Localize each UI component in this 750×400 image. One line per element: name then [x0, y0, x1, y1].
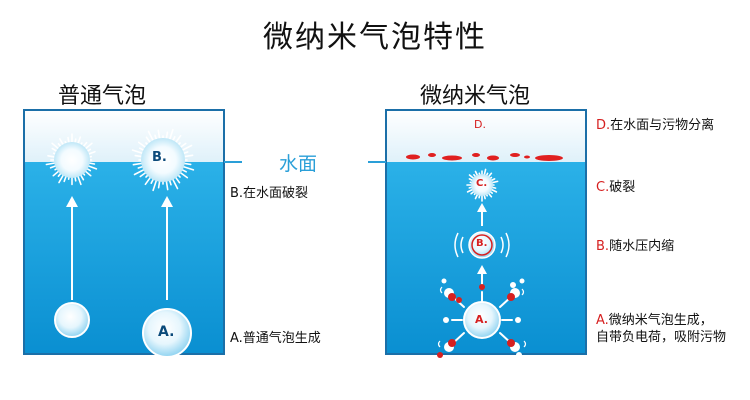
- page-title: 微纳米气泡特性: [263, 20, 487, 55]
- water-surface-label: 水面: [279, 153, 318, 175]
- right-tank-air: [386, 110, 586, 162]
- right-bubble-b: [454, 231, 510, 259]
- right-label-d: D.在水面与污物分离: [596, 117, 714, 134]
- right-label-d-text: 在水面与污物分离: [610, 118, 715, 133]
- right-arrow-1: [477, 203, 487, 226]
- left-tank: [23, 109, 242, 358]
- right-label-a-line2: 自带负电荷，吸附污物: [596, 330, 727, 345]
- right-label-c-text: 破裂: [609, 180, 636, 195]
- left-tank-water: [24, 162, 224, 354]
- left-panel-title: 普通气泡: [58, 84, 147, 109]
- left-label-b: B.在水面破裂: [230, 186, 309, 201]
- right-label-b-prefix: B.: [596, 239, 610, 254]
- right-label-a-prefix: A.: [596, 313, 609, 328]
- right-label-a-line1: 微纳米气泡生成，: [608, 313, 713, 328]
- right-tank-border: [385, 109, 587, 355]
- right-letter-a: A.: [475, 313, 488, 326]
- right-label-c: C.破裂: [596, 179, 635, 196]
- right-letter-d: D.: [474, 118, 486, 131]
- left-label-a: A.普通气泡生成: [230, 331, 321, 346]
- right-label-c-prefix: C.: [596, 180, 610, 195]
- right-panel-title: 微纳米气泡: [420, 84, 531, 109]
- left-bubble-a-letter: A.: [158, 324, 175, 340]
- right-label-a: A.微纳米气泡生成， 自带负电荷，吸附污物: [596, 312, 726, 346]
- right-letter-b: B.: [476, 238, 488, 249]
- right-label-d-prefix: D.: [596, 118, 611, 133]
- right-burst-c: [466, 168, 499, 202]
- right-label-b: B.随水压内缩: [596, 238, 674, 255]
- left-tank-border: [23, 109, 225, 355]
- right-label-b-text: 随水压内缩: [609, 239, 675, 254]
- right-letter-c: C.: [476, 178, 488, 189]
- left-burst-small: [45, 133, 98, 186]
- left-arrow-1: [66, 196, 78, 300]
- surface-pollutants: [406, 153, 563, 161]
- left-burst-large: [131, 128, 195, 192]
- left-bubble-b-letter: B.: [152, 150, 167, 165]
- left-arrow-2: [161, 196, 173, 300]
- pollutant-particles: [437, 278, 527, 358]
- left-bubble-small: [54, 302, 90, 338]
- right-tank: [368, 109, 587, 358]
- left-bubble-large: [142, 308, 192, 358]
